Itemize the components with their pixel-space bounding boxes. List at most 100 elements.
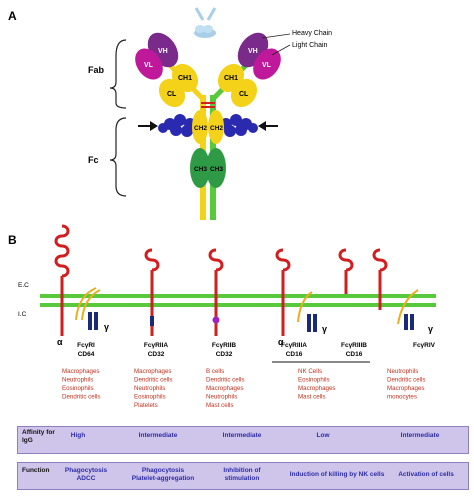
cell-type-item: Dendritic cells	[134, 377, 173, 384]
cell-type-item: Platelets	[134, 402, 158, 409]
receptor-itam	[150, 316, 154, 326]
cell-type-item: Neutrophils	[206, 394, 237, 401]
vh-label-left: VH	[158, 48, 168, 55]
ic-label: I.C	[18, 311, 27, 318]
disulfide-bond	[201, 102, 215, 104]
fab-bracket	[109, 39, 127, 109]
vh-label-right: VH	[248, 48, 258, 55]
affinity-value: Intermediate	[400, 432, 440, 439]
function-value: Induction of killing by NK cells	[282, 471, 392, 479]
cell-type-item: Dendritic cells	[62, 394, 101, 401]
heavy-chain-pointer	[261, 33, 291, 39]
antigen-blob	[195, 25, 205, 33]
membrane-outer	[40, 294, 436, 298]
ch2-label-left: CH2	[194, 125, 207, 132]
ch3-label-left: CH3	[194, 166, 207, 173]
function-line: Activation of cells	[398, 471, 454, 478]
ch3-domain-left	[190, 148, 210, 188]
function-line: Induction of killing by NK cells	[289, 471, 385, 478]
cell-type-item: Dendritic cells	[206, 377, 245, 384]
cell-type-item: Macrophages	[206, 385, 244, 392]
gamma-symbol: γ	[104, 322, 109, 332]
function-line: Phagocytosis	[64, 467, 108, 474]
receptor-name: FcγRIIA	[144, 342, 169, 349]
heavy-chain-label: Heavy Chain	[292, 30, 332, 37]
vl-domain-left	[135, 48, 163, 80]
cell-type-lists: MacrophagesNeutrophilsEosinophilsDendrit…	[62, 368, 426, 409]
cell-type-item: Mast cells	[206, 402, 234, 409]
binding-arrowhead-right	[258, 121, 266, 131]
alpha-symbol: α	[278, 337, 284, 347]
cell-type-item: Mast cells	[298, 394, 326, 401]
glycan-cluster-left	[158, 114, 196, 137]
fab-label: Fab	[88, 65, 105, 75]
cell-type-item: Eosinophils	[298, 377, 330, 384]
affinity-row: Affinity for IgG High Intermediate Inter…	[17, 426, 469, 454]
gamma-chain-arc	[397, 289, 419, 325]
cl-domain-right	[230, 78, 258, 108]
cell-type-item: B cells	[206, 368, 224, 375]
receptor-name: FcγRIIIB	[341, 342, 367, 349]
cell-type-item: Neutrophils	[62, 377, 93, 384]
gamma-symbol: γ	[322, 324, 327, 334]
cell-type-item: NK Cells	[298, 368, 322, 375]
vl-label-right: VL	[262, 62, 272, 69]
receptor-name: FcγRIIIA	[281, 342, 307, 349]
receptor-name: FcγRIIB	[212, 342, 237, 349]
light-chain-pointer	[271, 44, 291, 56]
alpha-symbol: α	[57, 337, 63, 347]
cell-type-item: Dendritic cells	[387, 377, 426, 384]
receptor-fcgriib-ecto	[208, 248, 224, 336]
cl-domain-left	[158, 78, 186, 108]
receptor-cd: CD32	[148, 351, 165, 358]
affinity-value: High	[70, 432, 86, 439]
affinity-value: Low	[316, 432, 330, 439]
cell-type-item: Eosinophils	[62, 385, 94, 392]
panel-b-label: B	[8, 233, 17, 247]
binding-arrowhead-left	[150, 121, 158, 131]
cell-type-item: Eosinophils	[134, 394, 166, 401]
cell-type-item: Neutrophils	[387, 368, 418, 375]
affinity-value: Intermediate	[138, 432, 178, 439]
receptor-fcgriiib-ecto	[338, 248, 354, 294]
cell-type-item: Macrophages	[298, 385, 336, 392]
receptor-fcgriiia-ecto	[275, 248, 291, 336]
function-value: Phagocytosis Platelet-aggregation	[120, 467, 206, 483]
receptor-itim	[212, 316, 220, 324]
antigen-blob	[203, 25, 213, 33]
receptor-cd: CD64	[78, 351, 95, 358]
gamma-chain-arc	[81, 289, 101, 321]
panel-a-label: A	[8, 9, 17, 23]
disulfide-bond	[201, 106, 215, 108]
gamma-chain-arc	[75, 287, 97, 321]
ch3-domain-right	[206, 148, 226, 188]
receptor-fcgriv-ecto	[372, 248, 388, 310]
ch1-label-right: CH1	[224, 75, 238, 82]
cell-type-item: Macrophages	[134, 368, 172, 375]
cell-type-item: Macrophages	[62, 368, 100, 375]
gamma-chain-itam	[307, 314, 317, 332]
affinity-label-text: Affinity for IgG	[22, 429, 55, 444]
function-row: Function Phagocytosis ADCC Phagocytosis …	[17, 462, 469, 490]
function-line: ADCC	[76, 475, 96, 482]
ch3-label-right: CH3	[210, 166, 223, 173]
receptor-cd: CD32	[216, 351, 233, 358]
gamma-chain-arc	[297, 291, 313, 323]
function-value: Phagocytosis ADCC	[58, 467, 114, 483]
membrane-inner	[40, 303, 436, 307]
gamma-chain-itam	[404, 314, 414, 330]
gamma-symbol: γ	[428, 324, 433, 334]
function-line: Platelet-aggregation	[131, 475, 195, 482]
ch2-domain-right	[208, 110, 224, 144]
function-value: Activation of cells	[388, 471, 464, 479]
gamma-chain-itam	[88, 312, 98, 330]
function-row-label: Function	[22, 467, 50, 474]
receptor-fcgri-ecto	[54, 224, 70, 336]
receptor-cd: CD16	[346, 351, 363, 358]
ch2-domain-left	[192, 110, 208, 144]
receptor-cd: CD16	[286, 351, 303, 358]
receptor-name: FcγRI	[77, 342, 95, 349]
affinity-row-label: Affinity for IgG	[22, 429, 62, 445]
receptor-name: FcγRIV	[413, 342, 436, 349]
